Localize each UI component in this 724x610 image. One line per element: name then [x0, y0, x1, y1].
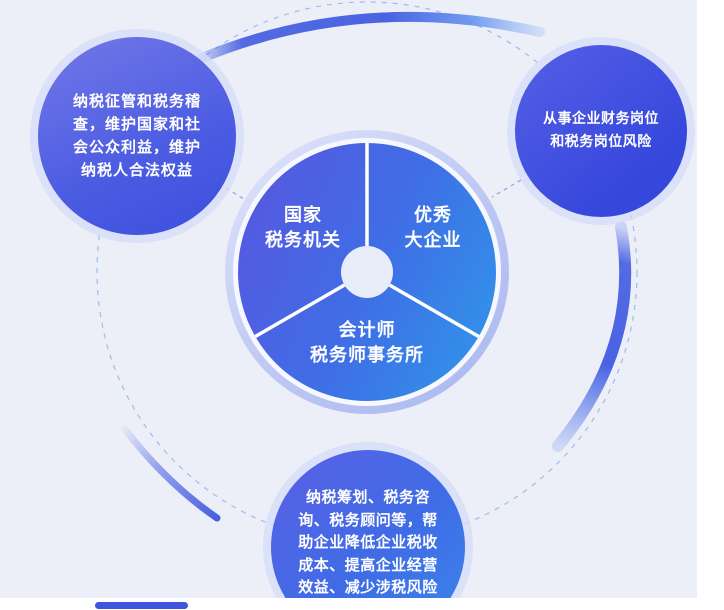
center-circle: 国家 税务机关 优秀 大企业 会计师 税务师事务所	[238, 143, 496, 401]
center-hub	[341, 246, 393, 298]
center-circle-ring: 国家 税务机关 优秀 大企业 会计师 税务师事务所	[233, 138, 501, 406]
text-line: 和税务岗位风险	[550, 134, 652, 150]
decorative-arcs	[96, 1, 638, 543]
top-arc	[197, 11, 545, 63]
sector-dividers	[250, 143, 484, 341]
satellite-top-left-text: 纳税征管和税务稽 查，维护国家和社 会公众利益，维护 纳税人合法权益	[73, 90, 201, 183]
text-line: 助企业降低企业税收	[298, 533, 438, 551]
text-line: 优秀	[414, 205, 452, 226]
text-line: 会公众利益，维护	[72, 138, 201, 156]
dashed-orbit-circle	[96, 1, 638, 543]
sector-label-national-tax-authority: 国家 税务机关	[253, 203, 353, 253]
text-line: 纳税筹划、税务咨	[305, 488, 430, 506]
bottom-decor-bar	[95, 602, 188, 609]
text-line: 纳税人合法权益	[80, 161, 193, 180]
text-line: 纳税征管和税务稽	[72, 91, 201, 110]
text-line: 税务师事务所	[310, 345, 424, 367]
satellite-bottom-text: 纳税筹划、税务咨 询、税务顾问等，帮 助企业降低企业税收 成本、提高企业经营 效…	[298, 486, 438, 598]
sector-label-excellent-large-enterprises: 优秀 大企业	[383, 203, 483, 253]
text-line: 国家	[284, 205, 322, 226]
text-line: 询、税务顾问等，帮	[298, 510, 438, 529]
satellite-top-right: 从事企业财务岗位 和税务岗位风险	[515, 45, 687, 217]
connector-top-right	[491, 179, 522, 198]
right-arc	[552, 221, 632, 452]
satellite-top-left: 纳税征管和税务稽 查，维护国家和社 会公众利益，维护 纳税人合法权益	[38, 37, 236, 235]
text-line: 税务机关	[265, 230, 341, 252]
text-line: 查，维护国家和社	[72, 114, 201, 133]
satellite-bottom: 纳税筹划、税务咨 询、税务顾问等，帮 助企业降低企业税收 成本、提高企业经营 效…	[271, 450, 465, 598]
center-circle-halo: 国家 税务机关 优秀 大企业 会计师 税务师事务所	[225, 130, 509, 414]
satellite-top-right-text: 从事企业财务岗位 和税务岗位风险	[543, 108, 659, 154]
diagram-canvas: 纳税征管和税务稽 查，维护国家和社 会公众利益，维护 纳税人合法权益 从事企业财…	[0, 0, 697, 598]
sector-label-accounting-tax-firms: 会计师 税务师事务所	[292, 318, 442, 368]
text-line: 从事企业财务岗位	[543, 110, 659, 127]
bottom-left-arc	[120, 424, 221, 522]
text-line: 效益、减少涉税风险	[298, 578, 438, 596]
text-line: 大企业	[404, 230, 462, 252]
text-line: 会计师	[338, 320, 396, 341]
text-line: 成本、提高企业经营	[298, 555, 438, 574]
